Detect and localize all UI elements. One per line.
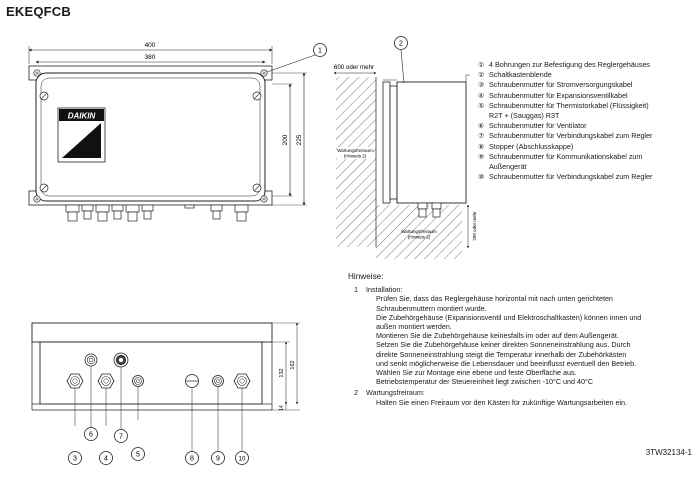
note-2: 2 Wartungsfreiraum: Halten Sie einen Fre… [348,388,694,406]
callout-8 [185,451,199,465]
dimension-200-label: 200 [282,134,289,145]
svg-text:3: 3 [73,456,77,463]
gland-9 [212,375,224,387]
legend-item-5-cont: R2T + (Sauggas) R3T [489,111,560,121]
gland-6 [84,353,98,367]
svg-text:9: 9 [216,456,220,463]
drawing-code: 3TW32134-1 [645,448,692,457]
wall-hatch [336,77,376,247]
controller-box-bottom [39,341,263,405]
notes-section: Hinweise: 1 Installation: Prüfen Sie, da… [348,272,694,407]
gland-3 [66,373,84,389]
gland-4 [97,373,115,389]
clearance-600-label: 600 oder mehr [334,64,374,71]
cable-glands-side [417,202,442,218]
service-clearance-bottom-1: Wartungsfreiraum [401,229,437,234]
clearance-200-label: 200 oder mehr [472,211,477,241]
note-1-title: Installation: [366,285,403,295]
dimension-162-label: 162 [290,360,296,369]
gland-10 [233,373,251,389]
callout-5 [131,447,145,461]
side-view: 600 oder mehr Wartungsfreiraum (Hinweis … [333,36,477,259]
svg-text:10: 10 [239,456,246,463]
page-title: EKEQFCB [6,4,71,19]
svg-text:7: 7 [119,434,123,441]
svg-text:1: 1 [318,48,322,55]
callout-1 [313,43,327,57]
dimension-132-label: 132 [279,368,285,377]
service-clearance-bottom-2: (Hinweis 2) [408,235,431,240]
bottom-view: 132 162 14 6 7 3 4 [31,322,300,465]
callout-3 [68,451,82,465]
svg-text:8: 8 [190,456,194,463]
service-clearance-left-2: (Hinweis 2) [344,154,367,159]
note-1: 1 Installation: Prüfen Sie, dass das Reg… [348,285,694,386]
callout-9 [211,451,225,465]
dimension-380-label: 380 [145,54,156,61]
note-2-title: Wartungsfreiraum: [366,388,425,398]
callout-6 [84,427,98,441]
dimension-400-label: 400 [145,42,156,49]
front-view: 400 380 DAIKIN [28,42,327,222]
stopper-8 [185,374,199,388]
svg-text:6: 6 [89,432,93,439]
legend-item-9-cont: Außengerät [489,162,527,172]
svg-text:5: 5 [136,452,140,459]
daikin-logo-text: DAIKIN [68,112,96,121]
dimension-225-label: 225 [296,134,303,145]
svg-text:4: 4 [104,456,108,463]
callout-10 [235,451,249,465]
callout-7 [114,429,128,443]
notes-heading: Hinweise: [348,272,384,281]
svg-text:2: 2 [399,41,403,48]
controller-box-front [35,72,266,202]
dimension-14-label: 14 [279,405,285,411]
logo-triangle [62,123,101,158]
callout-2 [394,36,408,50]
callout-4 [99,451,113,465]
service-clearance-left-1: Wartungsfreiraum [337,148,373,153]
gland-5 [132,375,144,387]
controller-box-side [396,81,467,204]
cable-glands-front [65,204,249,222]
gland-7 [113,352,129,368]
